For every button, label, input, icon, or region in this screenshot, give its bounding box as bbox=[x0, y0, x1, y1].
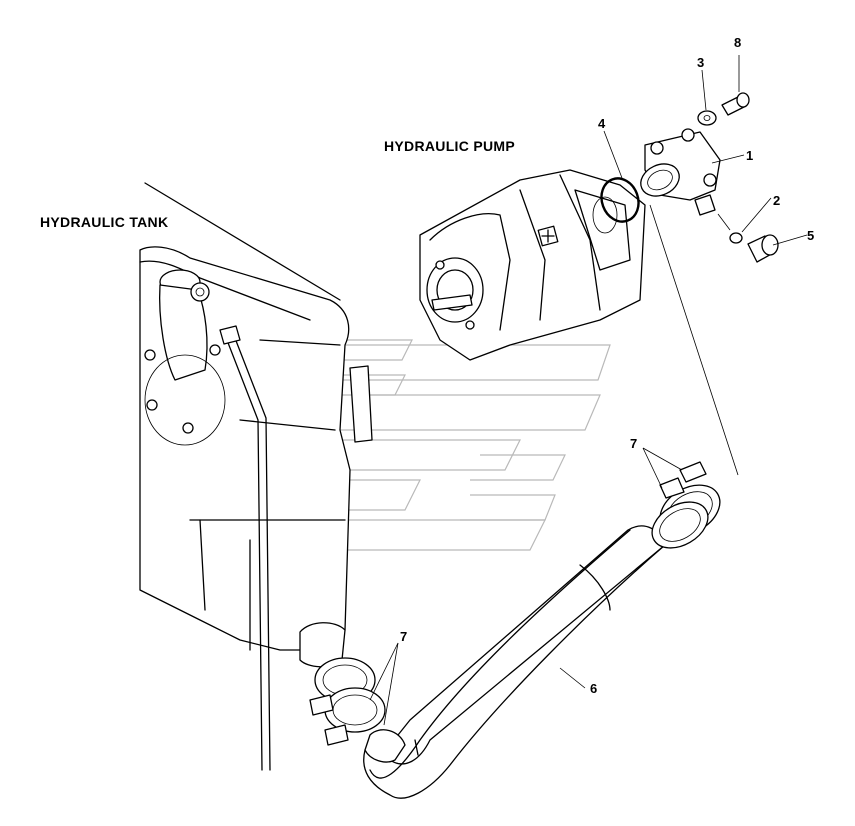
o-ring bbox=[600, 177, 640, 223]
hydraulic-pump-label: HYDRAULIC PUMP bbox=[384, 138, 515, 154]
callout-8: 8 bbox=[734, 35, 741, 50]
bolt bbox=[721, 92, 750, 116]
callout-7-upper: 7 bbox=[630, 436, 637, 451]
suction-hose bbox=[363, 525, 666, 799]
callout-2: 2 bbox=[773, 193, 780, 208]
hydraulic-pump bbox=[419, 169, 646, 361]
leader-lines bbox=[369, 55, 808, 726]
callout-3: 3 bbox=[697, 55, 704, 70]
hose-clamp-lower bbox=[309, 657, 406, 763]
callout-6: 6 bbox=[590, 681, 597, 696]
callout-5: 5 bbox=[807, 228, 814, 243]
suction-fitting bbox=[640, 128, 721, 216]
hose-clamp-upper bbox=[651, 461, 721, 549]
hydraulic-tank-label: HYDRAULIC TANK bbox=[40, 214, 168, 230]
callout-7-lower: 7 bbox=[400, 629, 407, 644]
washer bbox=[697, 110, 717, 126]
callout-4: 4 bbox=[598, 116, 606, 131]
hydraulic-tank bbox=[139, 182, 373, 771]
callout-1: 1 bbox=[746, 148, 753, 163]
seal-ring bbox=[729, 232, 743, 244]
plug-cap bbox=[747, 234, 779, 263]
